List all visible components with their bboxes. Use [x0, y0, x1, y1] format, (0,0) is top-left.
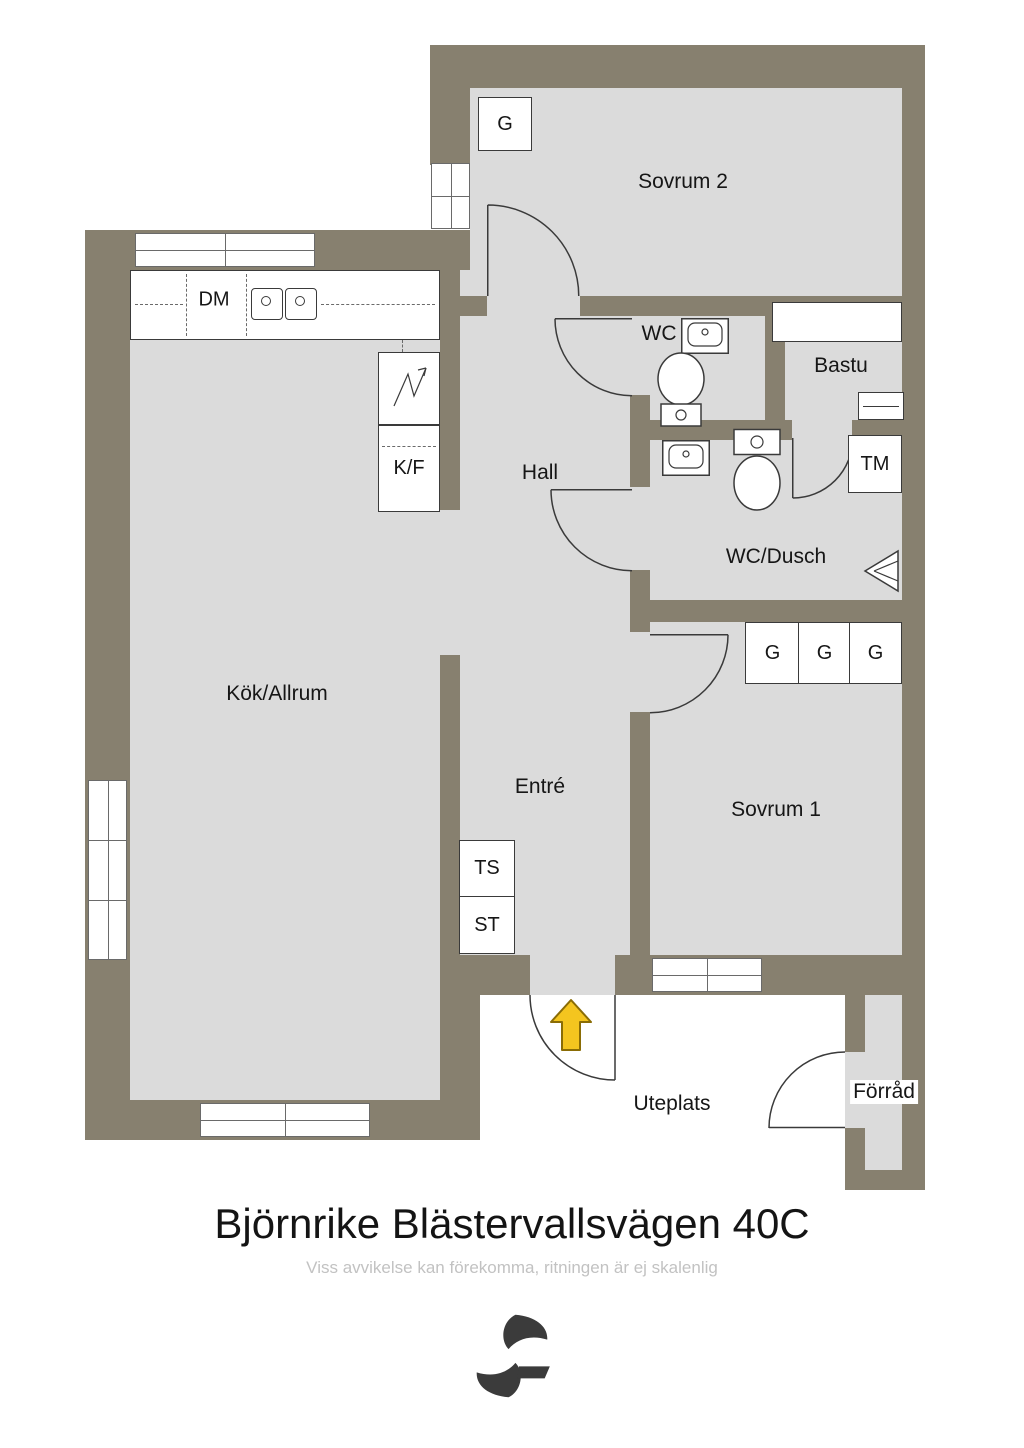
window-allrum-west	[88, 780, 127, 960]
wall-wcdusch-bottom	[630, 600, 902, 622]
room-label-uteplats: Uteplats	[633, 1092, 711, 1115]
threshold-wc	[630, 316, 650, 395]
wall-kok-east-upper	[440, 270, 460, 510]
plan-title: Björnrike Blästervallsvägen 40C	[214, 1200, 810, 1247]
room-label-sovrum1: Sovrum 1	[731, 798, 821, 821]
wardrobe-3: G	[849, 622, 902, 684]
wall-sovrum2-west	[430, 88, 470, 165]
door-arc-sovrum2	[487, 204, 580, 297]
wardrobe-2: G	[798, 622, 851, 684]
wcdusch-sink-icon	[662, 440, 710, 476]
room-label-bastu: Bastu	[814, 354, 868, 377]
brand-logo-icon	[476, 1314, 550, 1398]
heater-line	[863, 406, 899, 407]
room-label-forrad: Förråd	[850, 1080, 918, 1104]
wall-hall-east-2	[630, 395, 650, 487]
washing-machine: TM	[848, 435, 902, 493]
room-label-entre: Entré	[514, 775, 566, 798]
floor-passage	[440, 510, 460, 655]
cleaning-cabinet: ST	[459, 896, 515, 954]
wall-right	[902, 88, 925, 995]
window-sovrum2	[431, 163, 470, 229]
cleaning-cabinet-label: ST	[474, 913, 500, 936]
threshold-entrance	[530, 955, 615, 995]
drying-cabinet-label: TS	[474, 857, 500, 879]
counter-divider	[186, 274, 187, 336]
door-arc-wc	[554, 318, 633, 397]
sauna-bench	[772, 302, 902, 342]
wcdusch-toilet-icon	[733, 428, 781, 511]
door-arc-forrad	[768, 1051, 846, 1129]
wall-left	[85, 270, 130, 1140]
kf-divider	[382, 446, 436, 447]
kitchen-counter	[130, 270, 440, 340]
wardrobe-label: G	[816, 641, 833, 664]
wall-top	[430, 45, 925, 88]
wall-kok-east-lower	[440, 655, 460, 1100]
stove	[378, 352, 440, 425]
counter-dash	[321, 304, 435, 305]
wardrobe-label: G	[764, 641, 781, 664]
window-sovrum1	[652, 958, 762, 992]
room-label-hall: Hall	[521, 461, 559, 484]
door-arc-entrance	[529, 994, 616, 1081]
dishwasher-label: DM	[198, 288, 230, 311]
door-arc-wcdusch	[550, 489, 633, 572]
drain-icon	[295, 296, 305, 306]
room-label-kok: Kök/Allrum	[226, 682, 328, 705]
wardrobe-label: G	[867, 641, 884, 664]
wall-forrad-left-up	[845, 995, 865, 1052]
wc-toilet-icon	[657, 352, 705, 427]
room-label-sovrum2: Sovrum 2	[638, 170, 728, 193]
shower-icon	[863, 549, 899, 593]
threshold-sovrum2	[487, 296, 580, 316]
wc-sink-icon	[681, 318, 729, 354]
wardrobe-label: G	[497, 112, 513, 135]
threshold-bastu	[792, 420, 852, 440]
sink-basin-icon	[251, 288, 283, 320]
wall-entrance-west	[460, 955, 530, 995]
window-allrum-south	[200, 1103, 370, 1137]
wardrobe-1: G	[745, 622, 800, 684]
threshold-sovrum1	[630, 632, 650, 712]
wall-sw-stub	[460, 995, 480, 1140]
wall-forrad-bottom	[845, 1170, 925, 1190]
sauna-heater	[858, 392, 904, 420]
sink-basin-icon	[285, 288, 317, 320]
floor-sovrum2	[470, 88, 902, 296]
counter-stove-dash	[402, 340, 403, 352]
room-label-wc: WC	[641, 322, 677, 345]
door-arc-bastu	[792, 437, 854, 499]
window-kitchen	[135, 233, 315, 267]
threshold-wcdusch	[630, 487, 650, 570]
wardrobe-sovrum2: G	[478, 97, 532, 151]
drain-icon	[261, 296, 271, 306]
room-label-wcdusch: WC/Dusch	[725, 545, 827, 568]
wall-sovrum2-south-west	[460, 296, 487, 316]
stove-lightning-icon	[393, 367, 427, 407]
drying-cabinet: TS	[459, 840, 515, 897]
fridge-freezer-label: K/F	[393, 457, 425, 479]
counter-dash	[135, 304, 183, 305]
plan-subtitle: Viss avvikelse kan förekomma, ritningen …	[306, 1258, 718, 1277]
fridge-freezer: K/F	[378, 425, 440, 512]
wall-hall-east-4	[630, 712, 650, 955]
door-arc-sovrum1	[649, 634, 729, 714]
counter-divider	[246, 274, 247, 336]
entrance-arrow-icon	[550, 999, 592, 1051]
wall-hall-east-1	[630, 296, 650, 316]
washing-machine-label: TM	[860, 452, 890, 475]
